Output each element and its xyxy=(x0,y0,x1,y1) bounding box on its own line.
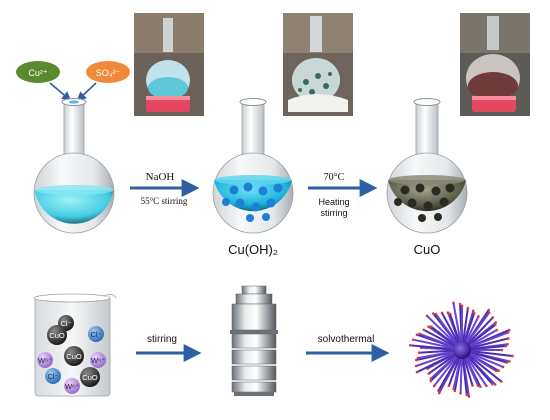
cu-ion-label: Cu²⁺ xyxy=(28,68,48,78)
beaker-cl-1: Cl⁻ xyxy=(60,319,71,328)
temp-70-label: 70°C xyxy=(324,172,345,183)
beaker-cuo-3: CuO xyxy=(82,373,98,382)
beaker-cuo-2: CuO xyxy=(66,352,82,361)
photo-flask-3 xyxy=(460,13,530,116)
so4-drop-arrow xyxy=(76,82,97,102)
flask-cuso4 xyxy=(33,98,115,234)
autoclave xyxy=(230,285,278,396)
beaker-w-3: W⁶⁺ xyxy=(65,382,79,391)
cu-drop-arrow xyxy=(49,82,72,102)
heating-label: Heating xyxy=(318,197,349,207)
product-cuoh2: Cu(OH)₂ xyxy=(228,242,278,257)
step1-condition: 55°C stirring xyxy=(141,196,188,206)
so4-ion-badge: SO₄²⁻ xyxy=(86,61,130,83)
solvothermal-label: solvothermal xyxy=(318,334,375,345)
flask-cuoh2 xyxy=(212,98,294,234)
product-cuo: CuO xyxy=(414,242,441,257)
beaker-cl-3: Cl⁻ xyxy=(47,372,58,381)
cu-ion-badge: Cu²⁺ xyxy=(16,61,60,83)
stirring-label-bottom: stirring xyxy=(147,334,177,345)
beaker-cuo-1: CuO xyxy=(49,331,65,340)
so4-ion-label: SO₄²⁻ xyxy=(96,68,121,78)
beaker-w-2: W⁶⁺ xyxy=(91,356,105,365)
flask-cuo xyxy=(386,98,468,234)
photo-flask-1 xyxy=(134,13,204,116)
naoh-label: NaOH xyxy=(146,171,175,183)
beaker-w-1: W⁶⁺ xyxy=(38,356,52,365)
beaker: Cl⁻ CuO Cl⁻ CuO W⁶⁺ Cl⁻ W⁶⁺ CuO W⁶⁺ xyxy=(33,293,117,397)
stirring-label-top: stirring xyxy=(320,208,347,218)
cuo-wo3-urchin xyxy=(408,301,514,398)
beaker-cl-2: Cl⁻ xyxy=(90,330,101,339)
photo-flask-2 xyxy=(283,13,353,116)
